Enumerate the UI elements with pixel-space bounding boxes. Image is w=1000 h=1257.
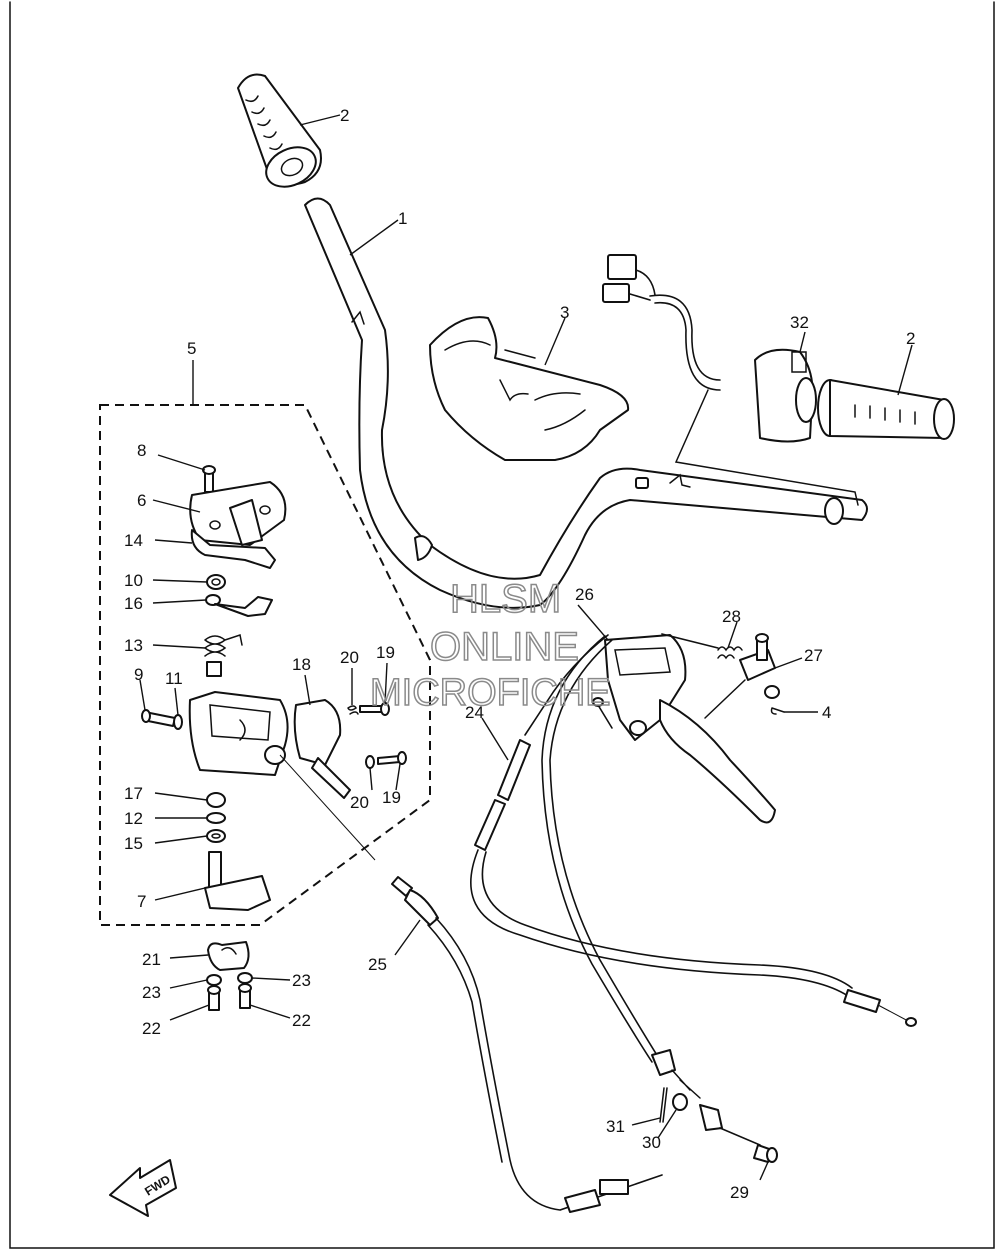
washer-20-lower[interactable] (365, 755, 375, 769)
callout-8: 8 (137, 441, 146, 460)
spring-13[interactable] (204, 634, 243, 677)
handlebar[interactable] (304, 197, 868, 609)
callout-13: 13 (124, 636, 143, 655)
callout-25: 25 (368, 955, 387, 974)
washer-23-right[interactable] (237, 972, 253, 984)
callout-20-top: 20 (340, 648, 359, 667)
wire-harness-connector[interactable] (602, 254, 721, 391)
callout-29: 29 (730, 1183, 749, 1202)
watermark-line-2: ONLINE (430, 625, 579, 669)
screw-19-lower[interactable] (377, 751, 407, 765)
callout-2-left-grip: 2 (340, 106, 349, 125)
right-grip[interactable] (817, 379, 955, 440)
washer-11[interactable] (173, 714, 183, 730)
callout-28: 28 (722, 607, 741, 626)
washer-23-left[interactable] (206, 974, 222, 986)
callout-23-left: 23 (142, 983, 161, 1002)
callout-16: 16 (124, 594, 143, 613)
callout-1-handlebar: 1 (398, 209, 407, 228)
callout-3-switch-cover: 3 (560, 303, 569, 322)
callout-4: 4 (822, 703, 831, 722)
callout-18: 18 (292, 655, 311, 674)
throttle-housing[interactable] (188, 691, 289, 776)
throttle-cable-25[interactable] (279, 754, 663, 1213)
bolt-22-left[interactable] (207, 985, 221, 1011)
callout-15: 15 (124, 834, 143, 853)
cable-end-27[interactable] (739, 633, 780, 699)
washer-12[interactable] (206, 812, 226, 824)
callout-22-left: 22 (142, 1019, 161, 1038)
washer-15[interactable] (206, 829, 226, 843)
switch-cover[interactable] (429, 316, 630, 461)
left-grip[interactable] (237, 73, 322, 195)
callout-labels: 2 1 3 32 2 5 8 6 14 10 16 13 9 11 18 20 … (124, 106, 915, 1202)
callout-20-bottom: 20 (350, 793, 369, 812)
joint-30-29[interactable] (699, 1104, 761, 1146)
callout-32-switch-housing: 32 (790, 313, 809, 332)
callout-17: 17 (124, 784, 143, 803)
bolt-22-right[interactable] (238, 983, 252, 1009)
callout-11: 11 (165, 669, 183, 688)
pin-31[interactable] (659, 1087, 668, 1123)
callout-14: 14 (124, 531, 143, 550)
callout-12: 12 (124, 809, 143, 828)
lever-bracket-26[interactable] (604, 634, 687, 741)
callout-9: 9 (134, 665, 143, 684)
pin-4[interactable] (770, 707, 785, 715)
gasket-14[interactable] (190, 529, 276, 569)
callout-23-right: 23 (292, 971, 311, 990)
right-switch-housing[interactable] (754, 348, 817, 443)
lever-26[interactable] (659, 699, 776, 824)
fwd-arrow-icon: FWD (109, 1159, 177, 1217)
callout-22-right: 22 (292, 1011, 311, 1030)
seal-17[interactable] (206, 792, 226, 808)
cable-24[interactable] (470, 634, 917, 1027)
screw-9[interactable] (141, 709, 176, 727)
watermark-line-1: HLSM (450, 577, 561, 621)
collar-30[interactable] (672, 1093, 688, 1111)
callout-30: 30 (642, 1133, 661, 1152)
bolt-29[interactable] (753, 1144, 778, 1163)
callout-31: 31 (606, 1117, 625, 1136)
callout-7: 7 (137, 892, 146, 911)
cable-lower[interactable] (541, 635, 701, 1099)
callout-19-top: 19 (376, 643, 395, 662)
spring-20-upper[interactable] (347, 705, 359, 715)
callout-10: 10 (124, 571, 143, 590)
callout-21: 21 (142, 950, 161, 969)
callout-27: 27 (804, 646, 823, 665)
lever-bracket-leader (704, 679, 746, 719)
callout-26: 26 (575, 585, 594, 604)
adjuster-28[interactable] (661, 633, 743, 660)
callout-6: 6 (137, 491, 146, 510)
right-grip-bracket (674, 389, 859, 506)
throttle-lever-18[interactable] (293, 699, 351, 799)
nut-10[interactable] (206, 574, 226, 590)
callout-19-bottom: 19 (382, 788, 401, 807)
housing-cover-6[interactable] (189, 481, 287, 546)
callout-2-right-grip: 2 (906, 329, 915, 348)
lever-plate-16[interactable] (205, 594, 273, 617)
callout-5-assembly: 5 (187, 339, 196, 358)
callout-24: 24 (465, 703, 484, 722)
watermark-line-3: MICROFICHE (370, 672, 611, 714)
watermark: HLSM ONLINE MICROFICHE (369, 576, 611, 715)
frame-border (9, 1, 995, 1249)
throttle-shaft-7[interactable] (204, 851, 271, 911)
clamp-21[interactable] (207, 941, 250, 971)
leader-lines (139, 114, 913, 1181)
